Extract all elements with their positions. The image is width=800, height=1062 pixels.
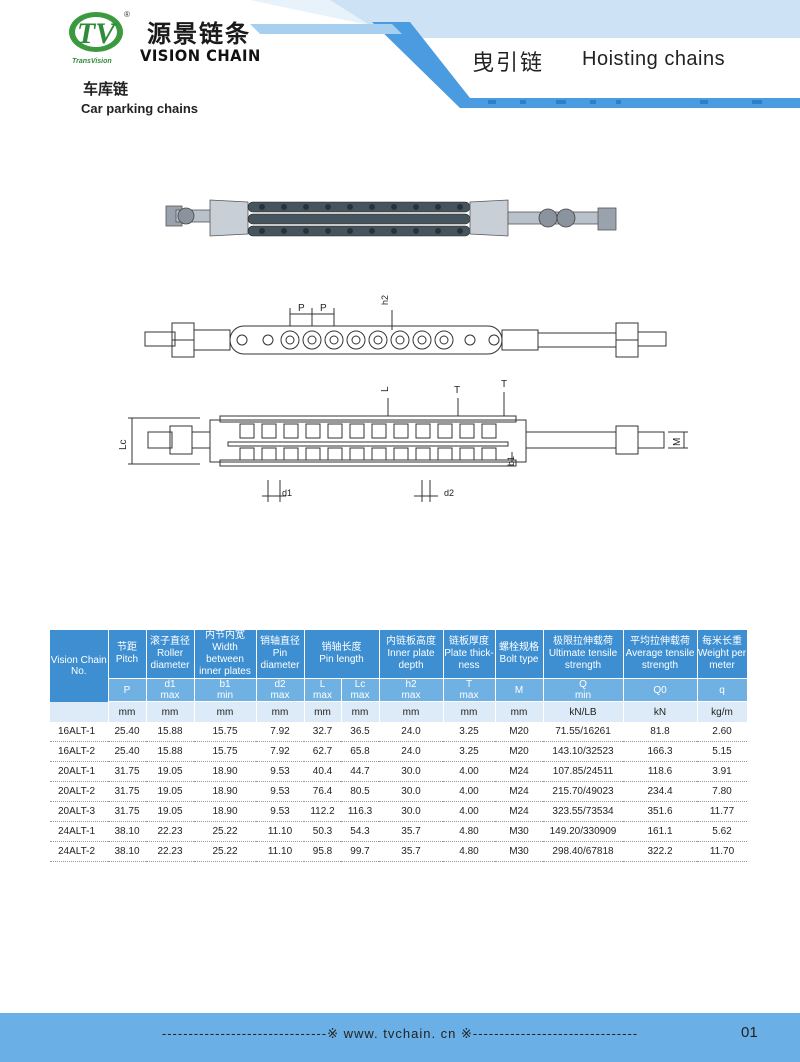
chain-drawing: P P h2 Lc L T T b1 M <box>118 199 688 502</box>
label-d1: d1 <box>282 488 292 498</box>
label-m: M <box>672 438 683 446</box>
chain-side-view <box>144 308 667 358</box>
unit-lc: mm <box>341 701 380 722</box>
unit-pitch: mm <box>108 701 147 722</box>
label-lc: Lc <box>118 439 129 450</box>
page-title-cn: 曳引链 <box>472 51 545 76</box>
unit-b1: mm <box>194 701 257 722</box>
label-t1: T <box>454 385 460 396</box>
unit-q0: kN <box>623 701 698 722</box>
unit-l: mm <box>304 701 342 722</box>
header-chain-no-en: Vision Chain No. <box>50 654 107 677</box>
chain-top-view <box>128 392 688 502</box>
brand-name-en: VISION CHAIN <box>140 46 261 65</box>
unit-q: kN/LB <box>543 701 624 722</box>
symbol-weight: q <box>697 678 748 702</box>
label-b1: b1 <box>506 456 516 466</box>
label-d2: d2 <box>444 488 454 498</box>
footer-band <box>0 1013 800 1062</box>
unit-t: mm <box>443 701 496 722</box>
chain-photo <box>165 199 617 237</box>
unit-d1: mm <box>146 701 195 722</box>
footer-website[interactable]: -------------------------------※ www. tv… <box>161 1026 639 1041</box>
symbol-m: M <box>495 678 544 702</box>
registered-mark: ® <box>124 10 130 19</box>
brand-logo-icon: TV <box>69 12 123 52</box>
brand-name-cn: 源景链条 <box>147 20 251 48</box>
header-chain-no: Vision Chain No. <box>50 630 109 702</box>
unit-d2: mm <box>256 701 305 722</box>
logo-subtitle: TransVision <box>72 58 112 65</box>
label-p1: P <box>298 303 305 314</box>
unit-weight: kg/m <box>697 701 748 722</box>
label-p2: P <box>320 303 327 314</box>
symbol-q0: Q0 <box>623 678 698 702</box>
section-title-cn: 车库链 <box>83 80 129 98</box>
logo-letters: TV <box>77 17 118 50</box>
page-number: 01 <box>741 1024 758 1041</box>
page-title-en: Hoisting chains <box>582 48 726 70</box>
header-decoration <box>250 0 800 108</box>
unit-h2: mm <box>379 701 444 722</box>
label-l: L <box>380 386 391 392</box>
label-t2: T <box>501 379 507 390</box>
symbol-pitch: P <box>108 678 147 702</box>
unit-m: mm <box>495 701 544 722</box>
section-title-en: Car parking chains <box>81 101 199 116</box>
label-h2: h2 <box>380 295 390 305</box>
